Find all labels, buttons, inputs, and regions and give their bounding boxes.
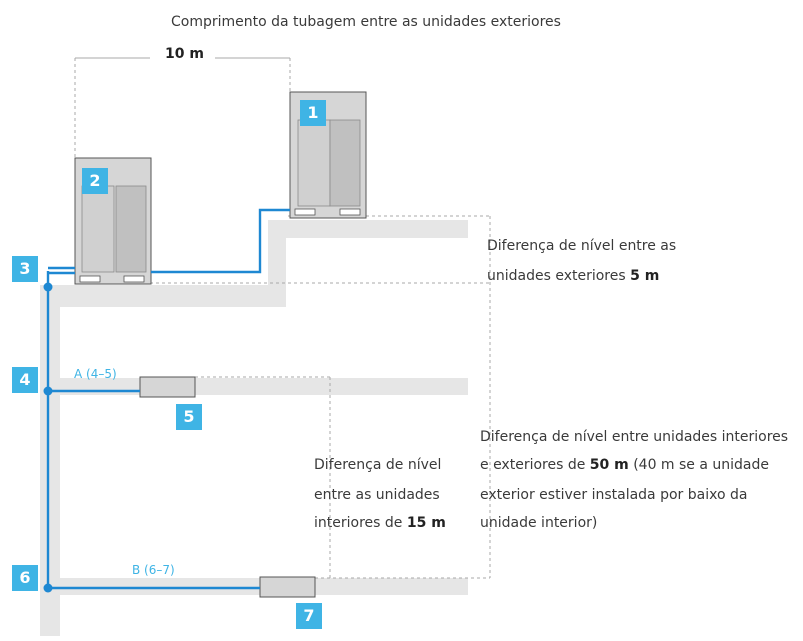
badge-2: 2 [82, 168, 108, 194]
branch-label-b: B (6–7) [132, 563, 175, 577]
indoor-level-text-line2: entre as unidades [314, 487, 440, 503]
badge-6: 6 [12, 565, 38, 591]
upper-roof-slab [268, 220, 468, 238]
floor-slab-middle [60, 378, 468, 395]
badge-3: 3 [12, 256, 38, 282]
diagram-title: Comprimento da tubagem entre as unidades… [171, 14, 561, 30]
distance-label-top: 10 m [165, 46, 204, 62]
badge-1: 1 [300, 100, 326, 126]
badge-4: 4 [12, 367, 38, 393]
upper-roof-column [268, 220, 286, 307]
indoor-outdoor-text-line2: e exteriores de 50 m (40 m se a unidade [480, 457, 770, 473]
indoor-level-text-line3: interiores de 15 m [314, 515, 446, 531]
indoor-outdoor-text-line1: Diferença de nível entre unidades interi… [480, 429, 789, 445]
outdoor-level-text-line2: unidades exteriores 5 m [487, 268, 660, 284]
lower-roof-slab [40, 285, 286, 307]
indoor-unit-5 [139, 376, 196, 398]
indoor-outdoor-text-line3: exterior estiver instalada por baixo da [480, 487, 748, 503]
outdoor-level-text-line1: Diferença de nível entre as [487, 238, 677, 254]
badge-7: 7 [296, 603, 322, 629]
refrigerant-pipes [46, 208, 290, 590]
dimension-lines [74, 57, 491, 579]
indoor-unit-7 [259, 576, 316, 598]
indoor-level-text-line1: Diferença de nível [314, 457, 442, 473]
vertical-shaft [40, 290, 60, 636]
branch-label-a: A (4–5) [74, 367, 117, 381]
badge-5: 5 [176, 404, 202, 430]
outdoor-unit-2 [74, 157, 152, 285]
indoor-outdoor-text-line4: unidade interior) [480, 515, 598, 531]
pipe-junctions [43, 282, 53, 593]
